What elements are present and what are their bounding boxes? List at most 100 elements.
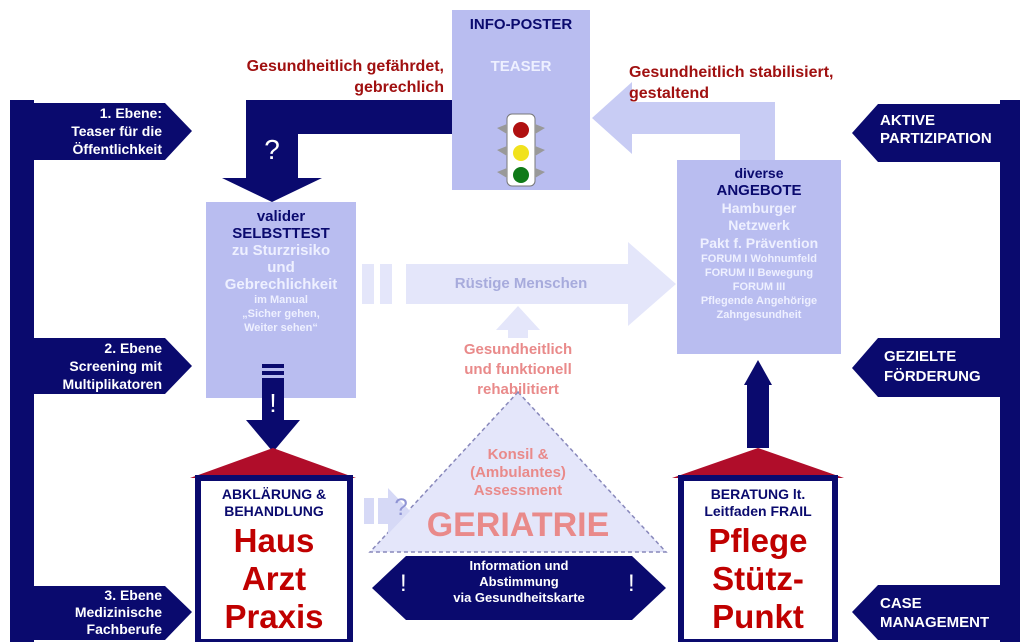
ruestige-arrow <box>362 242 676 326</box>
arrow-to-poster <box>592 82 775 160</box>
case-tag <box>852 585 1000 640</box>
left-level-bar <box>10 100 34 642</box>
gezielte-line2: FÖRDERUNG <box>884 368 981 385</box>
pflege-big1: Pflege <box>708 522 808 559</box>
level1-line3: Öffentlichkeit <box>72 141 162 157</box>
right-level-bar <box>1000 100 1020 642</box>
info-banner-line3: via Gesundheitskarte <box>453 590 585 605</box>
level2-label: 2. Ebene Screening mit Multiplikatoren <box>38 339 162 393</box>
level1-line2: Teaser für die <box>71 123 162 139</box>
pflege-header: BERATUNG lt. Leitfaden FRAIL <box>681 486 835 520</box>
red-right-line1: Gesundheitlich stabilisiert, <box>629 64 834 81</box>
angebote-box <box>677 160 841 354</box>
info-banner-excl-left: ! <box>400 570 407 597</box>
geriatrie-line2: (Ambulantes) <box>470 464 566 481</box>
selbsttest-line7: „Sicher gehen, <box>242 308 320 320</box>
aktive-line2: PARTIZIPATION <box>880 130 992 147</box>
angebote-line10: Zahngesundheit <box>716 309 802 321</box>
angebote-line2: ANGEBOTE <box>716 182 802 199</box>
red-right-line2: gestaltend <box>629 85 710 102</box>
level1-line1: 1. Ebene: <box>99 105 162 121</box>
aktive-label: AKTIVE PARTIZIPATION <box>880 112 992 148</box>
hausarzt-box <box>195 475 353 642</box>
level3-label: 3. Ebene Medizinische Fachberufe <box>38 587 162 638</box>
pflege-title: Pflege Stütz- Punkt <box>681 522 835 636</box>
ruestige-label: Rüstige Menschen <box>454 275 588 292</box>
info-banner-excl-right: ! <box>628 570 635 597</box>
case-line1: CASE <box>880 595 922 612</box>
angebote-line5: Pakt f. Prävention <box>699 235 819 251</box>
level1-tag <box>34 103 192 160</box>
hausarzt-big2: Arzt <box>241 560 307 597</box>
angebote-line6: FORUM I Wohnumfeld <box>701 253 817 265</box>
case-label: CASE MANAGEMENT <box>880 594 989 632</box>
angebote-text: diverse ANGEBOTE Hamburger Netzwerk Pakt… <box>677 165 841 322</box>
hausarzt-roof <box>190 448 356 478</box>
rehab-label: Gesundheitlich und funktionell rehabilit… <box>420 340 616 400</box>
hausarzt-header2: BEHANDLUNG <box>224 503 324 519</box>
arrow-to-angebote <box>744 360 772 448</box>
info-banner-line1: Information und <box>469 558 569 573</box>
selbsttest-line2: SELBSTTEST <box>232 225 330 242</box>
gezielte-tag <box>852 338 1000 397</box>
geriatrie-text: Konsil & (Ambulantes) Assessment <box>418 446 618 500</box>
rehab-up-arrow <box>496 306 540 338</box>
pflege-big2: Stütz- <box>712 560 804 597</box>
hausarzt-big3: Praxis <box>224 598 324 635</box>
aktive-tag <box>852 104 1000 162</box>
arrow-to-selbsttest <box>222 100 452 202</box>
pflege-header2: Leitfaden FRAIL <box>704 503 812 519</box>
info-banner <box>372 556 666 620</box>
selbsttest-line8: Weiter sehen“ <box>244 322 318 334</box>
arrow-to-hausarzt <box>246 364 300 452</box>
angebote-line9: Pflegende Angehörige <box>700 295 818 307</box>
level3-tag <box>34 586 192 640</box>
level3-line3: Fachberufe <box>86 621 162 637</box>
rehab-line2: und funktionell <box>464 361 572 378</box>
angebote-line3: Hamburger <box>721 200 797 216</box>
pflege-box <box>678 475 838 642</box>
case-line2: MANAGEMENT <box>880 614 990 631</box>
gezielte-line1: GEZIELTE <box>884 348 957 365</box>
level2-line3: Multiplikatoren <box>62 376 162 392</box>
geriatrie-line1: Konsil & <box>487 446 549 463</box>
info-banner-text: Information und Abstimmung via Gesundhei… <box>420 558 618 606</box>
pflege-big3: Punkt <box>712 598 804 635</box>
pflege-header1: BERATUNG lt. <box>710 486 806 502</box>
level3-line1: 3. Ebene <box>104 587 162 603</box>
hausarzt-header1: ABKLÄRUNG & <box>221 486 327 502</box>
selbsttest-text: valider SELBSTTEST zu Sturzrisiko und Ge… <box>206 208 356 335</box>
red-left-line1: Gesundheitlich gefährdet, <box>246 58 444 75</box>
rehab-line1: Gesundheitlich <box>463 341 573 358</box>
level2-line2: Screening mit <box>69 358 162 374</box>
angebote-line7: FORUM II Bewegung <box>704 267 814 279</box>
question-mark-top: ? <box>264 134 280 165</box>
aktive-line1: AKTIVE <box>880 112 936 129</box>
question-mark-mid: ? <box>394 494 408 521</box>
hausarzt-title: Haus Arzt Praxis <box>198 522 350 636</box>
geriatrie-line3: Assessment <box>473 482 563 499</box>
exclamation-left: ! <box>269 388 277 418</box>
poster-title: INFO-POSTER <box>469 16 573 33</box>
level3-line2: Medizinische <box>74 604 162 620</box>
gezielte-label: GEZIELTE FÖRDERUNG <box>884 347 981 387</box>
info-banner-line2: Abstimmung <box>479 574 559 589</box>
pflege-roof <box>672 448 844 478</box>
poster-teaser: TEASER <box>490 58 552 75</box>
rehab-line3: rehabilitiert <box>477 381 559 398</box>
angebote-line8: FORUM III <box>732 281 786 293</box>
hausarzt-big1: Haus <box>233 522 315 559</box>
selbsttest-line6: im Manual <box>254 294 308 306</box>
selbsttest-line4: und <box>267 259 295 276</box>
selbsttest-line3: zu Sturzrisiko <box>231 242 331 259</box>
red-left-line2: gebrechlich <box>354 79 444 96</box>
selbsttest-line5: Gebrechlichkeit <box>224 276 338 293</box>
arrow-to-geriatrie <box>364 488 410 534</box>
geriatrie-triangle <box>368 390 668 553</box>
level2-tag <box>34 338 192 394</box>
level1-label: 1. Ebene: Teaser für die Öffentlichkeit <box>38 104 162 158</box>
angebote-line4: Netzwerk <box>728 217 790 233</box>
selbsttest-line1: valider <box>256 208 306 225</box>
angebote-line1: diverse <box>734 165 784 181</box>
